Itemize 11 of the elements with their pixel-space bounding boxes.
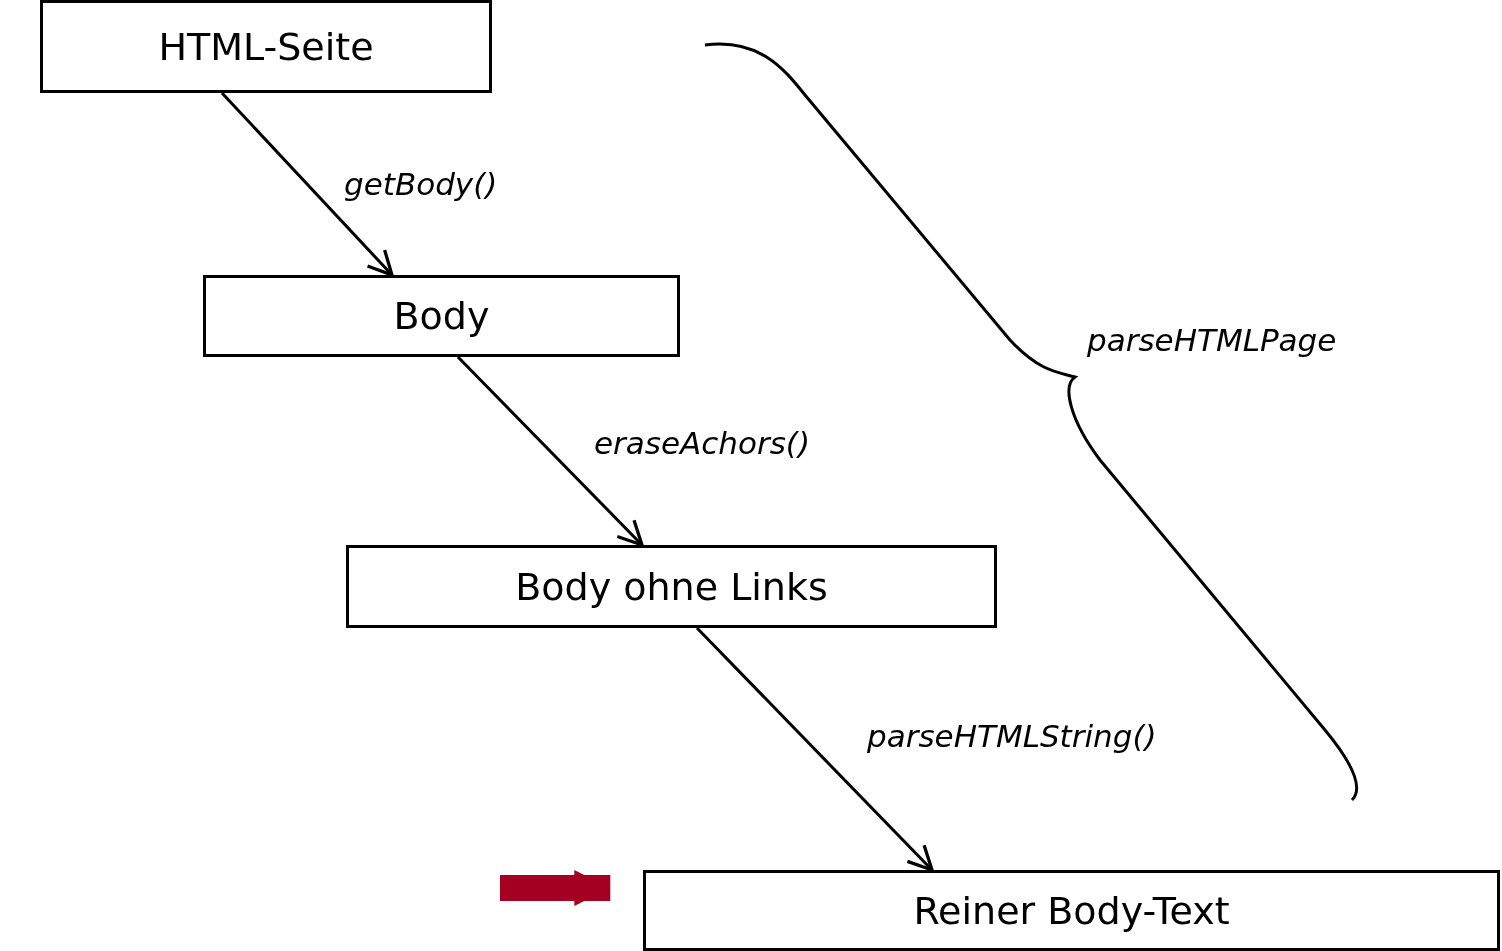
box-label: Body ohne Links [515,564,828,609]
box-label: Reiner Body-Text [913,888,1230,933]
arrow [695,626,934,872]
arrow [456,355,644,547]
process-box [643,870,1500,951]
arrow [220,91,394,277]
box-label: Body [393,294,490,338]
process-box [40,0,492,93]
process-box [203,275,680,357]
process-box [346,545,997,628]
box-label: HTML-Seite [158,24,374,69]
